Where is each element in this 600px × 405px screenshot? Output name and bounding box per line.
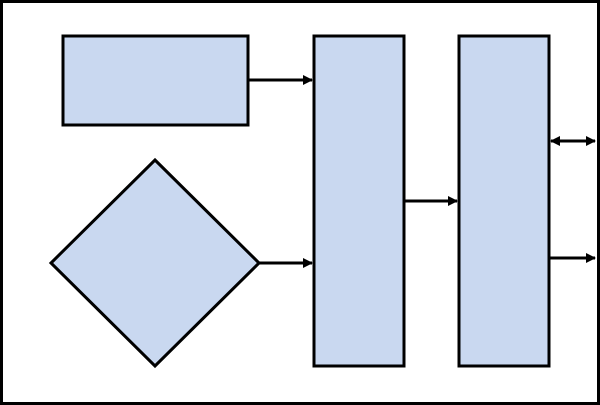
right-tall-box bbox=[457, 34, 551, 368]
top-left-box bbox=[61, 34, 250, 127]
decision-diamond bbox=[48, 157, 262, 369]
middle-tall-box bbox=[312, 34, 406, 368]
